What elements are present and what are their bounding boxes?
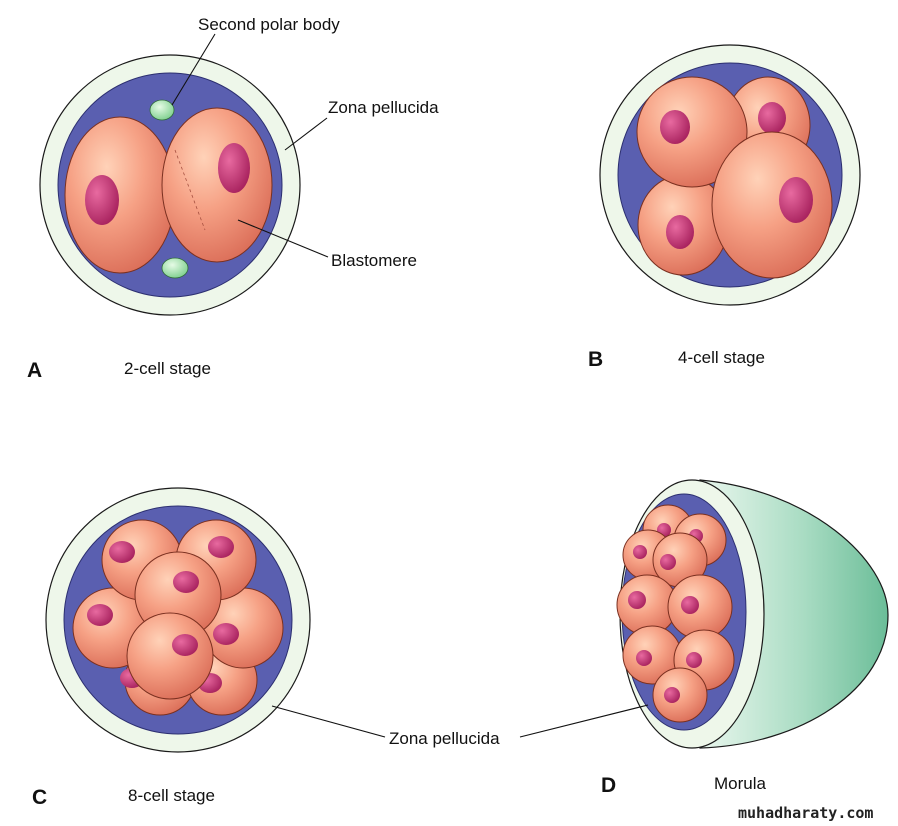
watermark: muhadharaty.com	[738, 804, 873, 822]
blastomere	[667, 574, 733, 640]
callout-second-polar-body: Second polar body	[198, 15, 340, 34]
panel-c-eight-cell-embryo: C 8-cell stage	[32, 487, 311, 809]
nucleus	[87, 604, 113, 626]
nucleus	[681, 596, 699, 614]
nucleus	[779, 177, 813, 223]
blastomere	[711, 131, 833, 279]
nucleus	[636, 650, 652, 666]
leader-line	[271, 705, 386, 738]
nucleus	[208, 536, 234, 558]
panel-letter: B	[588, 348, 603, 371]
stage-label: Morula	[714, 774, 767, 793]
leader-line	[171, 33, 216, 106]
blastomere	[126, 612, 214, 700]
nucleus	[173, 571, 199, 593]
polar-body-bottom	[161, 257, 189, 279]
panel-a-two-cell-embryo: Second polar body Zona pellucida Blastom…	[27, 15, 439, 382]
stage-label: 4-cell stage	[678, 348, 765, 367]
stage-label: 2-cell stage	[124, 359, 211, 378]
blastomere	[652, 667, 708, 723]
nucleus	[758, 102, 786, 134]
panel-letter: D	[601, 774, 616, 797]
nucleus	[213, 623, 239, 645]
callout-zona-pellucida: Zona pellucida	[328, 98, 439, 117]
callout-blastomere: Blastomere	[331, 251, 417, 270]
nucleus	[686, 652, 702, 668]
nucleus	[85, 175, 119, 225]
stage-label: 8-cell stage	[128, 786, 215, 805]
nucleus	[660, 554, 676, 570]
blastomere-left	[64, 116, 176, 274]
nucleus	[172, 634, 198, 656]
blastomere	[636, 76, 748, 188]
nucleus	[664, 687, 680, 703]
nucleus	[109, 541, 135, 563]
callout-zona-pellucida: Zona pellucida	[389, 729, 500, 748]
blastomere	[622, 625, 682, 685]
panel-b-four-cell-embryo: B 4-cell stage	[588, 44, 861, 371]
nucleus	[218, 143, 250, 193]
leader-line	[284, 117, 328, 151]
leader-line	[519, 704, 649, 738]
leader-line	[237, 219, 329, 258]
blastomere	[637, 174, 729, 276]
panel-letter: A	[27, 359, 42, 382]
nucleus	[633, 545, 647, 559]
panel-d-morula: D Morula	[601, 479, 889, 797]
panel-letter: C	[32, 786, 47, 809]
polar-body-top	[149, 99, 175, 121]
blastomere-right	[161, 107, 273, 263]
nucleus	[666, 215, 694, 249]
nucleus	[660, 110, 690, 144]
nucleus	[628, 591, 646, 609]
